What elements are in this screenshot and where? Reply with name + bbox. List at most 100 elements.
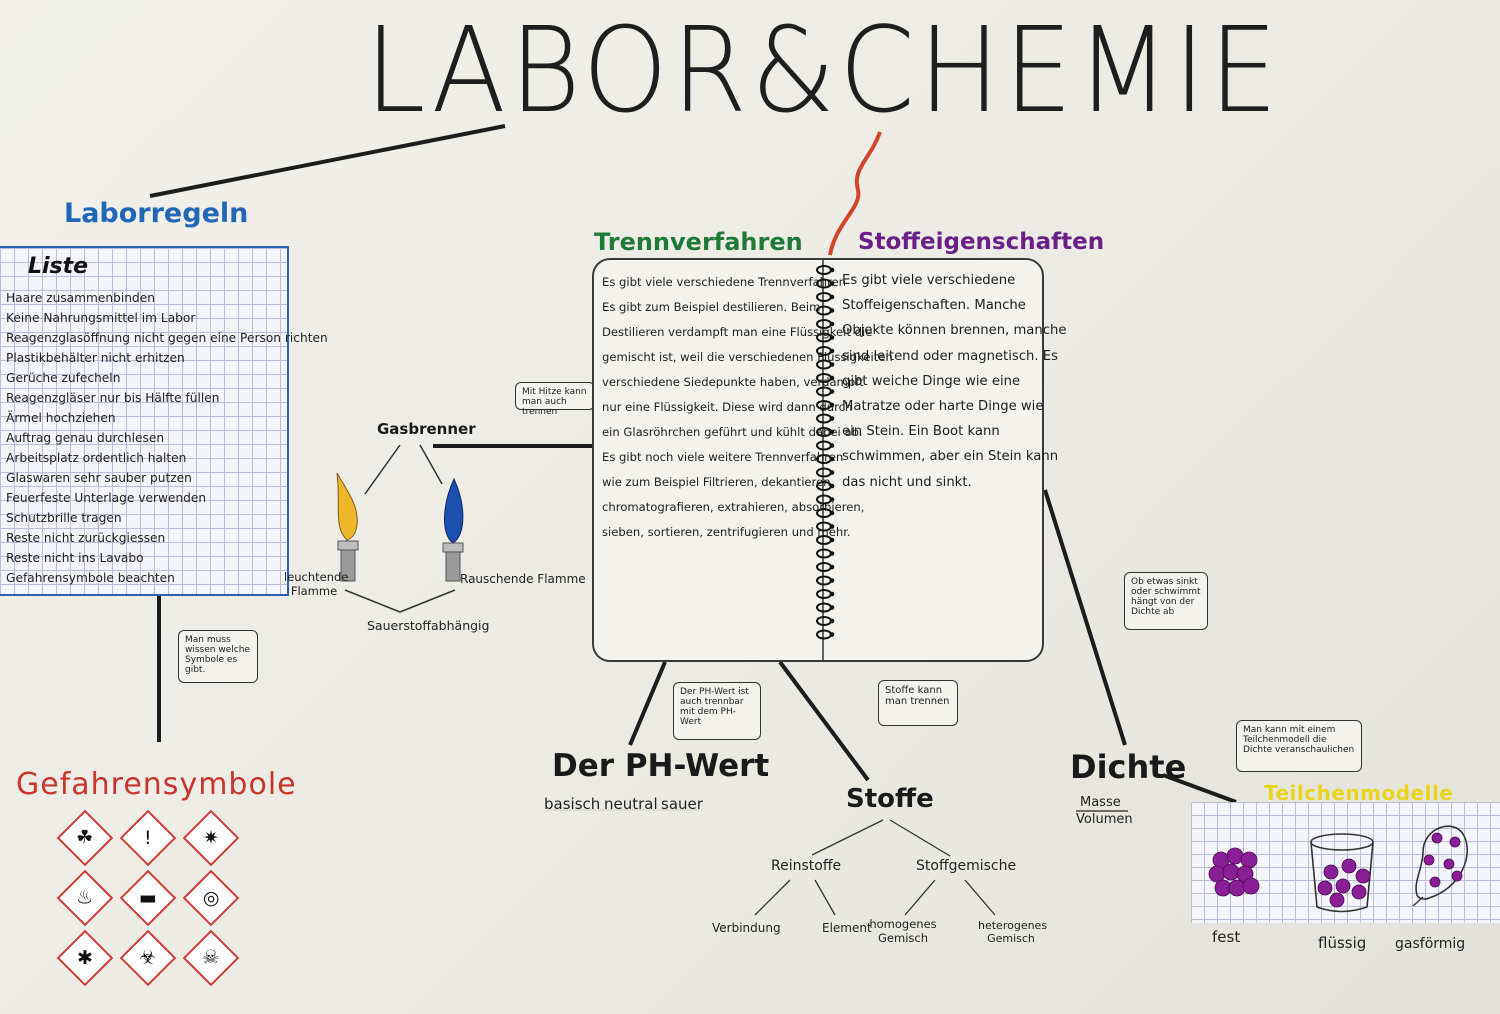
stoffe-bubble: Stoffe kann man trennen [878,680,958,726]
stoffeigenschaften-line: gibt weiche Dinge wie eine [842,373,1021,389]
dichte-bubble: Ob etwas sinkt oder schwimmt hängt von d… [1124,572,1208,630]
particle-icon [1423,854,1435,866]
spiral-hole-icon [829,483,835,489]
burner-bottom-left-line [344,589,401,613]
element-label: Element [822,921,872,935]
rule-item: Plastikbehälter nicht erhitzen [6,351,185,365]
stoffe-tree-line [754,879,791,916]
spiral-hole-icon [829,537,835,543]
gas-balloon-string-icon [1412,896,1424,907]
gas-cylinder-icon: ▬ [119,869,177,927]
particle-icon [1351,884,1367,900]
trennverfahren-line: ein Glasröhrchen geführt und kühlt dabei… [602,425,863,439]
spiral-hole-icon [829,564,835,570]
burner-right-line [419,444,443,485]
particle-icon [1323,864,1339,880]
spiral-hole-icon [829,632,835,637]
rule-item: Haare zusammenbinden [6,291,155,305]
rule-item: Feuerfeste Unterlage verwenden [6,491,207,505]
stoffgemische-label: Stoffgemische [916,858,1017,874]
notebook-spiral [816,260,835,660]
rule-item: Ärmel hochziehen [6,411,116,425]
gas-balloon-icon [1415,825,1468,900]
trennverfahren-line: sieben, sortieren, zentrifugieren und me… [602,525,851,539]
trennverfahren-heading: Trennverfahren [594,228,803,256]
spiral-hole-icon [829,375,835,381]
rule-item: Reagenzglasöffnung nicht gegen eine Pers… [6,331,328,345]
volumen-label: Volumen [1076,812,1133,827]
stoffeigenschaften-line: Es gibt viele verschiedene [842,273,1016,288]
verbindung-label: Verbindung [712,921,781,935]
spiral-hole-icon [829,281,835,286]
particle-icon [1335,878,1351,894]
spiral-hole-icon [829,362,835,367]
stoffe-tree-line [889,819,951,857]
phwert-heading: Der PH-Wert [552,748,770,784]
reinstoffe-label: Reinstoffe [771,858,842,874]
spiral-hole-icon [829,591,835,597]
oxidizing-icon: ◎ [182,869,240,927]
particle-icon [1208,865,1226,883]
heterogenes-label: heterogenes Gemisch [978,919,1048,945]
blue-flame-icon [444,477,464,544]
trennverfahren-line: chromatografieren, extrahieren, absorbie… [602,500,865,514]
spiral-ring-icon [816,548,832,559]
poster-title: LABOR&CHEMIE [365,1,1282,139]
gefahren-bubble: Man muss wissen welche Symbole es gibt. [178,630,258,683]
particle-icon [1242,877,1260,895]
spiral-hole-icon [829,389,835,394]
particle-icon [1226,847,1244,865]
dichte-heading: Dichte [1070,748,1187,786]
state-gasfoermig-label: gasförmig [1395,936,1466,952]
liquid-container-rim-icon [1310,833,1374,851]
gasbrenner-bubble: Mit Hitze kann man auch trennen [515,382,595,417]
spiral-hole-icon [829,578,835,583]
spiral-hole-icon [829,429,835,435]
liquid-particle-model [1317,858,1371,908]
spiral-hole-icon [829,321,835,327]
health-hazard-icon: ✱ [56,929,114,987]
teilchen-bubble: Man kann mit einem Teilchenmodell die Di… [1236,720,1362,772]
spiral-hole-icon [829,470,835,475]
spiral-hole-icon [829,308,835,313]
particle-icon [1240,851,1258,869]
yellow-flame-icon [336,472,358,541]
rule-item: Gerüche zufecheln [6,371,121,385]
liquid-container-icon [1310,841,1374,913]
stoffeigenschaften-line: sind leitend oder magnetisch. Es [842,348,1058,364]
trennverfahren-line: verschiedene Siedepunkte haben, verdampf… [602,375,864,389]
spiral-ring-icon [816,616,832,626]
solid-particle-model [1208,847,1260,897]
trennverfahren-line: nur eine Flüssigkeit. Diese wird dann du… [602,400,853,414]
particle-icon [1228,879,1246,897]
particle-icon [1341,858,1357,874]
ph-neutral-label: neutral [604,795,658,813]
spiral-hole-icon [829,551,835,556]
stoffeigenschaften-line: Stoffeigenschaften. Manche [842,298,1026,314]
stoffe-tree-line [814,879,836,916]
laborregeln-heading: Laborregeln [64,198,249,229]
stoffe-tree-line [904,879,936,916]
particle-icon [1329,892,1345,908]
leuchtende-flamme-label: leuchtende Flamme [284,570,349,598]
flammable-icon: ♨ [56,869,114,927]
spiral-hole-icon [829,443,835,448]
stoffe-tree-line [811,819,884,856]
trennverfahren-line: wie zum Beispiel Filtrieren, dekantieren… [602,475,835,489]
spiral-hole-icon [829,416,835,421]
particle-icon [1429,876,1441,888]
burner-bottom-right-line [399,589,456,613]
homogenes-label: homogenes Gemisch [869,917,937,945]
particle-icon [1355,868,1371,884]
stoffeigenschaften-line: schwimmen, aber ein Stein kann [842,449,1059,465]
spiral-hole-icon [829,267,835,273]
stoffe-connector-line [778,660,870,782]
rule-item: Keine Nahrungsmittel im Labor [6,311,196,325]
spiral-hole-icon [829,497,835,502]
stoffeigenschaften-line: Matratze oder harte Dinge wie [842,399,1044,415]
skull-icon: ☠ [182,929,240,987]
title-to-notebook-line [828,131,882,256]
